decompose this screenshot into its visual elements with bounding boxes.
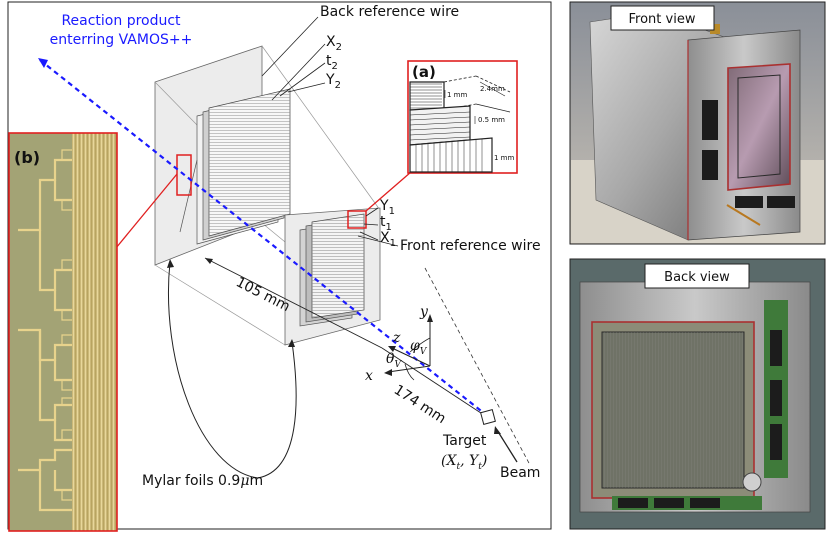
target-marker <box>480 409 496 425</box>
back-view-title: Back view <box>664 270 730 285</box>
t1-label: t1 <box>380 214 392 233</box>
axis-x-label: x <box>365 368 373 384</box>
inset-a-tag: (a) <box>412 63 436 81</box>
inset-a: (a) 2.4mm 1 mm 0.5 mm <box>407 60 518 174</box>
reaction-trajectory <box>39 59 491 419</box>
phi-v-label: φV <box>410 338 428 357</box>
reaction-label-line1: Reaction product <box>61 13 181 29</box>
inset-a-dim-2-4mm: 2.4mm <box>480 85 505 93</box>
inset-a-dim-0-5mm: 0.5 mm <box>478 116 505 124</box>
t2-label: t2 <box>326 53 338 72</box>
beam-axis <box>424 267 531 466</box>
x2-label: X2 <box>326 34 342 53</box>
axis-y-label: y <box>419 304 429 320</box>
mylar-leader-back <box>167 261 259 479</box>
back-ref-wire-label: Back reference wire <box>320 4 459 20</box>
mylar-leader-front <box>257 341 297 479</box>
y1-label: Y1 <box>379 198 395 217</box>
inset-b-tag: (b) <box>14 148 40 167</box>
y2-label: Y2 <box>325 72 341 91</box>
back-view-panel: Back view <box>569 258 826 530</box>
front-view-title: Front view <box>629 12 696 27</box>
x1-label: X1 <box>380 230 396 249</box>
mylar-label: Mylar foils 0.9μm <box>142 473 263 489</box>
back-detector <box>115 45 381 346</box>
front-ref-wire-label: Front reference wire <box>400 238 541 254</box>
inset-a-dim-1mm-bottom: 1 mm <box>494 154 514 162</box>
coordinate-axes <box>384 314 433 381</box>
front-view-panel: Front view <box>569 1 826 245</box>
inset-a-dim-1mm-top: 1 mm <box>447 91 467 99</box>
beam-label: Beam <box>500 465 540 481</box>
target-coords-label: (Xt, Yt) <box>441 453 487 472</box>
axis-z-label: z <box>392 330 401 346</box>
reaction-label-line2: enterring VAMOS++ <box>50 32 193 48</box>
theta-v-label: θV <box>386 351 402 370</box>
inset-b: (b) <box>8 132 118 532</box>
target-label: Target <box>442 433 487 449</box>
inset-a-highlight <box>347 210 367 229</box>
